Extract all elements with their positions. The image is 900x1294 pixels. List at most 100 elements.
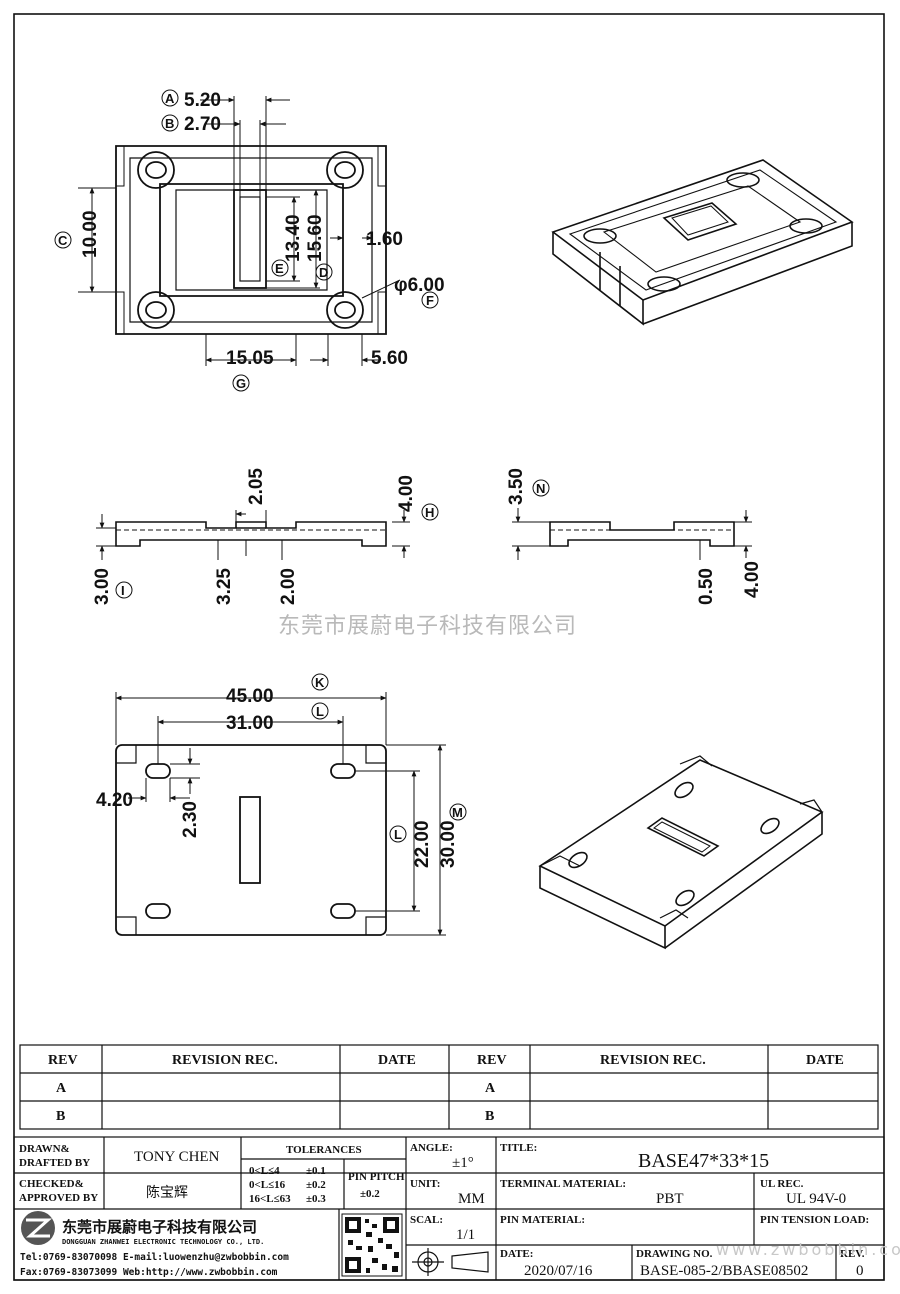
dim-side-3-25: 3.25 (214, 568, 235, 605)
tol-value-2: ±0.2 (306, 1179, 326, 1191)
side-view-front (115, 521, 387, 547)
bottom-view-dims (115, 692, 446, 936)
top-view (115, 145, 387, 335)
rev-value: 0 (856, 1263, 864, 1279)
rev-row-b-1: B (56, 1109, 65, 1124)
dim-hole-pitch-y: 22.00 (412, 820, 433, 868)
tol-range-3: 16<L≤63 (249, 1193, 291, 1205)
bottom-view (115, 744, 387, 936)
company-name: 东莞市展蔚电子科技有限公司 (62, 1218, 257, 1236)
tol-range-1: 0<L≤4 (249, 1165, 280, 1177)
ul-rec-label: UL REC. (760, 1178, 804, 1190)
svg-text:F: F (426, 293, 434, 308)
svg-text:K: K (315, 675, 325, 690)
revision-table (19, 1044, 879, 1130)
drawn-label-2: DRAFTED BY (19, 1157, 90, 1169)
svg-text:C: C (58, 233, 68, 248)
title-block (13, 1136, 885, 1281)
svg-text:N: N (536, 481, 545, 496)
dim-side-4-00: 4.00 (396, 475, 417, 512)
side-callouts: H I N (115, 479, 550, 599)
checked-value: 陈宝辉 (146, 1184, 188, 1201)
tolerances-label: TOLERANCES (286, 1144, 362, 1156)
dim-c: 10.00 (80, 210, 101, 258)
unit-label: UNIT: (410, 1178, 440, 1190)
dim-g: 15.05 (226, 348, 274, 369)
title-value: BASE47*33*15 (638, 1150, 769, 1172)
rev-rec-header-1: REVISION REC. (172, 1053, 278, 1068)
checked-label-2: APPROVED BY (19, 1192, 98, 1204)
date-label: DATE: (500, 1248, 533, 1260)
title-label: TITLE: (500, 1142, 537, 1154)
svg-text:L: L (394, 827, 402, 842)
svg-text:A: A (165, 91, 175, 106)
watermark-url: www.zwbobbin.com (716, 1240, 900, 1259)
pin-material-label: PIN MATERIAL: (500, 1214, 585, 1226)
svg-text:E: E (275, 261, 284, 276)
drawn-value: TONY CHEN (134, 1149, 220, 1165)
date-header-2: DATE (806, 1053, 844, 1068)
dim-side-2-05: 2.05 (246, 468, 267, 505)
rev-label: REV. (840, 1248, 865, 1260)
dim-end-3-50: 3.50 (506, 468, 527, 505)
dim-f: φ6.00 (394, 275, 445, 296)
dim-end-0-50: 0.50 (696, 568, 717, 605)
dim-wall: 1.60 (366, 229, 403, 250)
dim-hole-pitch-x: 31.00 (226, 713, 274, 734)
svg-text:D: D (319, 265, 328, 280)
svg-text:B: B (165, 116, 174, 131)
svg-text:L: L (316, 704, 324, 719)
dim-e: 13.40 (283, 214, 304, 262)
rev-header-2: REV (477, 1053, 507, 1068)
side-view-end (549, 521, 735, 547)
drawing-no-label: DRAWING NO. (636, 1248, 713, 1260)
pin-tension-label: PIN TENSION LOAD: (760, 1214, 869, 1226)
rev-row-a-2: A (485, 1081, 496, 1096)
bottom-callouts: K L L M (311, 673, 467, 843)
company-name-en: DONGGUAN ZHANWEI ELECTRONIC TECHNOLOGY C… (62, 1238, 264, 1246)
svg-text:M: M (452, 805, 463, 820)
date-header-1: DATE (378, 1053, 416, 1068)
iso-view-top (551, 159, 854, 326)
drawn-label-1: DRAWN& (19, 1143, 70, 1155)
rev-header-1: REV (48, 1053, 78, 1068)
side-view-front-dims (96, 510, 410, 560)
watermark: 东莞市展蔚电子科技有限公司 (278, 614, 577, 639)
tol-value-1: ±0.1 (306, 1165, 326, 1177)
contact-line-1: Tel:0769-83070098 E-mail:luowenzhu@zwbob… (20, 1252, 289, 1263)
dim-side-2-00: 2.00 (278, 568, 299, 605)
dim-d: 15.60 (305, 214, 326, 262)
svg-text:I: I (121, 583, 125, 598)
qr-code-icon (341, 1213, 403, 1277)
dim-a: 5.20 (184, 90, 221, 111)
company-logo-icon (21, 1211, 55, 1245)
iso-view-bottom (538, 755, 824, 950)
contact-line-2: Fax:0769-83073099 Web:http://www.zwbobbi… (20, 1267, 278, 1278)
terminal-material-value: PBT (656, 1191, 684, 1207)
top-view-dimension-lines (78, 96, 401, 366)
angle-label: ANGLE: (410, 1142, 453, 1154)
side-view-end-dims (512, 508, 752, 560)
dim-end-4-00: 4.00 (742, 561, 763, 598)
tol-range-2: 0<L≤16 (249, 1179, 286, 1191)
dim-hole-length: 4.20 (96, 790, 133, 811)
svg-text:G: G (236, 376, 246, 391)
date-value: 2020/07/16 (524, 1263, 593, 1279)
dim-hole-width: 2.30 (180, 801, 201, 838)
drawing-no-value: BASE-085-2/BBASE08502 (640, 1263, 808, 1279)
top-view-callouts: A B C D E F G (54, 89, 439, 392)
pin-pitch-value: ±0.2 (360, 1188, 380, 1200)
rev-row-a-1: A (56, 1081, 67, 1096)
checked-label-1: CHECKED& (19, 1178, 84, 1190)
scale-label: SCAL: (410, 1214, 443, 1226)
dim-overall-length: 45.00 (226, 686, 274, 707)
dim-slot: 5.60 (371, 348, 408, 369)
tol-value-3: ±0.3 (306, 1193, 326, 1205)
terminal-material-label: TERMINAL MATERIAL: (500, 1178, 626, 1190)
dim-overall-width: 30.00 (438, 820, 459, 868)
ul-rec-value: UL 94V-0 (786, 1191, 846, 1207)
rev-row-b-2: B (485, 1109, 494, 1124)
pin-pitch-label: PIN PITCH (348, 1171, 405, 1183)
scale-value: 1/1 (456, 1227, 475, 1243)
